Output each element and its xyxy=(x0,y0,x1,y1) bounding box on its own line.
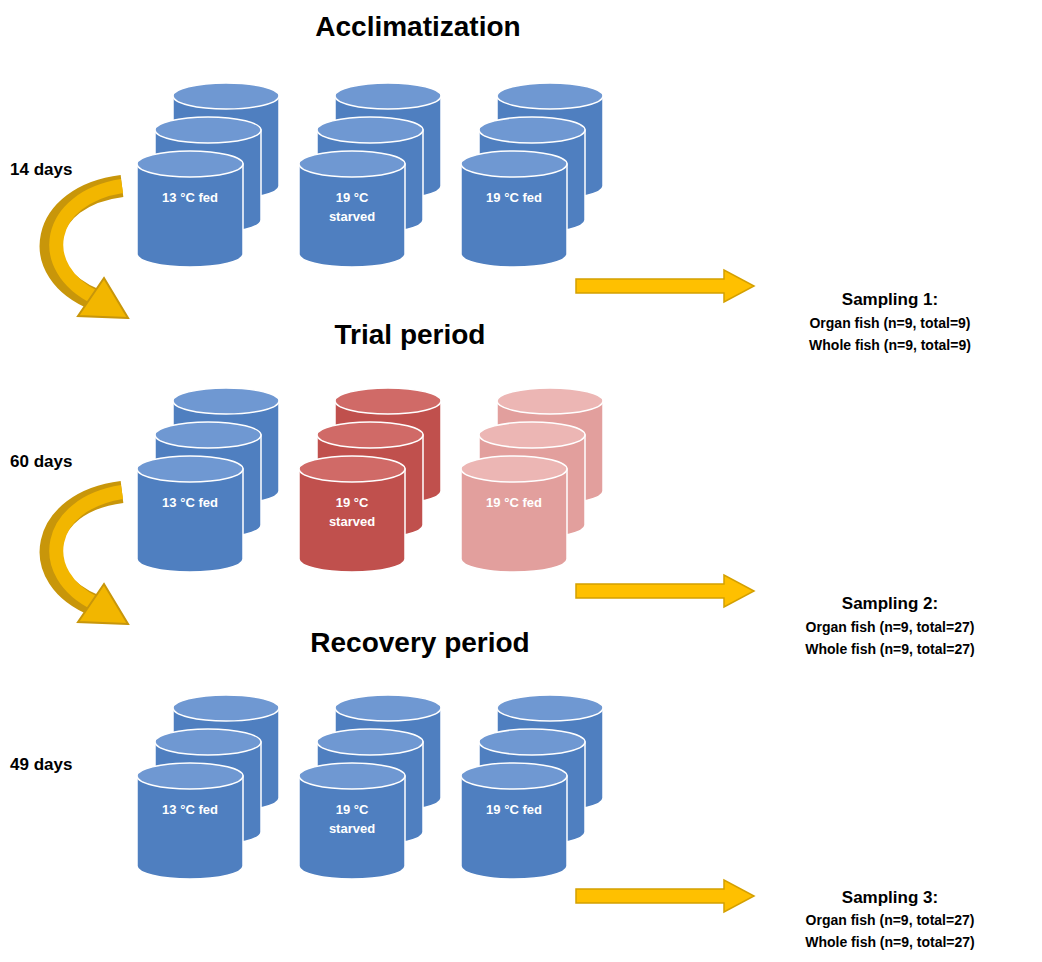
tank-label: 19 °C fed xyxy=(460,493,568,512)
tank-top xyxy=(335,695,441,721)
tank-top xyxy=(335,388,441,414)
sampling-detail: Organ fish (n=9, total=9) xyxy=(809,315,970,332)
tank-top xyxy=(461,763,567,789)
tank-outline xyxy=(460,150,568,268)
duration-label: 49 days xyxy=(10,755,72,775)
tank-outline xyxy=(136,762,244,880)
stage-title: Recovery period xyxy=(310,626,529,660)
sampling-heading: Sampling 3: xyxy=(842,888,938,908)
tank: 19 °C starved xyxy=(298,455,406,573)
tank-top xyxy=(317,729,423,755)
sampling-arrow xyxy=(576,270,754,912)
tank: 19 °C fed xyxy=(460,455,568,573)
tank-body xyxy=(137,164,243,267)
tank: 19 °C starved xyxy=(298,762,406,880)
tank-top xyxy=(299,151,405,177)
tank: 13 °C fed xyxy=(136,150,244,268)
tank-body xyxy=(299,164,405,267)
tank-top xyxy=(173,695,279,721)
tank: 19 °C fed xyxy=(460,762,568,880)
tank-outline xyxy=(460,762,568,880)
tank-body xyxy=(299,776,405,879)
tank-top xyxy=(479,729,585,755)
tank-top xyxy=(173,388,279,414)
tank-body xyxy=(461,776,567,879)
tank-top xyxy=(479,117,585,143)
tank-outline xyxy=(460,455,568,573)
tank-label: 13 °C fed xyxy=(136,800,244,819)
stage-title: Trial period xyxy=(335,318,486,352)
tank-label: 19 °C fed xyxy=(460,800,568,819)
tank-top xyxy=(317,422,423,448)
tank-top xyxy=(299,456,405,482)
sampling-detail: Whole fish (n=9, total=27) xyxy=(805,641,975,658)
tank: 13 °C fed xyxy=(136,455,244,573)
tank-top xyxy=(479,422,585,448)
tank-top xyxy=(497,388,603,414)
tank-top xyxy=(335,83,441,109)
duration-label: 60 days xyxy=(10,452,72,472)
sampling-detail: Whole fish (n=9, total=27) xyxy=(805,934,975,951)
tank-body xyxy=(461,469,567,572)
tank-top xyxy=(137,456,243,482)
tank: 19 °C starved xyxy=(298,150,406,268)
sampling-detail: Organ fish (n=9, total=27) xyxy=(806,619,975,636)
curved-arrow xyxy=(51,186,128,318)
tank-top xyxy=(173,83,279,109)
tank-body xyxy=(461,164,567,267)
tank-body xyxy=(137,776,243,879)
tank-top xyxy=(155,422,261,448)
curved-arrow xyxy=(51,492,128,624)
tank-label: 19 °C starved xyxy=(298,800,406,838)
tank-outline xyxy=(136,455,244,573)
tank-label: 19 °C fed xyxy=(460,188,568,207)
tank-top xyxy=(317,117,423,143)
sampling-heading: Sampling 1: xyxy=(842,290,938,310)
tank-top xyxy=(461,456,567,482)
tank-label: 19 °C starved xyxy=(298,188,406,226)
tank-body xyxy=(299,469,405,572)
tank-label: 13 °C fed xyxy=(136,188,244,207)
tank-top xyxy=(497,83,603,109)
tank-body xyxy=(137,469,243,572)
tank: 13 °C fed xyxy=(136,762,244,880)
tank-top xyxy=(137,151,243,177)
tank-top xyxy=(155,729,261,755)
sampling-detail: Whole fish (n=9, total=9) xyxy=(809,337,971,354)
sampling-detail: Organ fish (n=9, total=27) xyxy=(806,912,975,929)
duration-label: 14 days xyxy=(10,160,72,180)
tank-label: 13 °C fed xyxy=(136,493,244,512)
tank-top xyxy=(497,695,603,721)
tank-top xyxy=(137,763,243,789)
tank-label: 19 °C starved xyxy=(298,493,406,531)
tank-top xyxy=(155,117,261,143)
tank-top xyxy=(461,151,567,177)
tank: 19 °C fed xyxy=(460,150,568,268)
tank-outline xyxy=(136,150,244,268)
tank-top xyxy=(299,763,405,789)
stage-title: Acclimatization xyxy=(315,10,520,44)
sampling-heading: Sampling 2: xyxy=(842,594,938,614)
